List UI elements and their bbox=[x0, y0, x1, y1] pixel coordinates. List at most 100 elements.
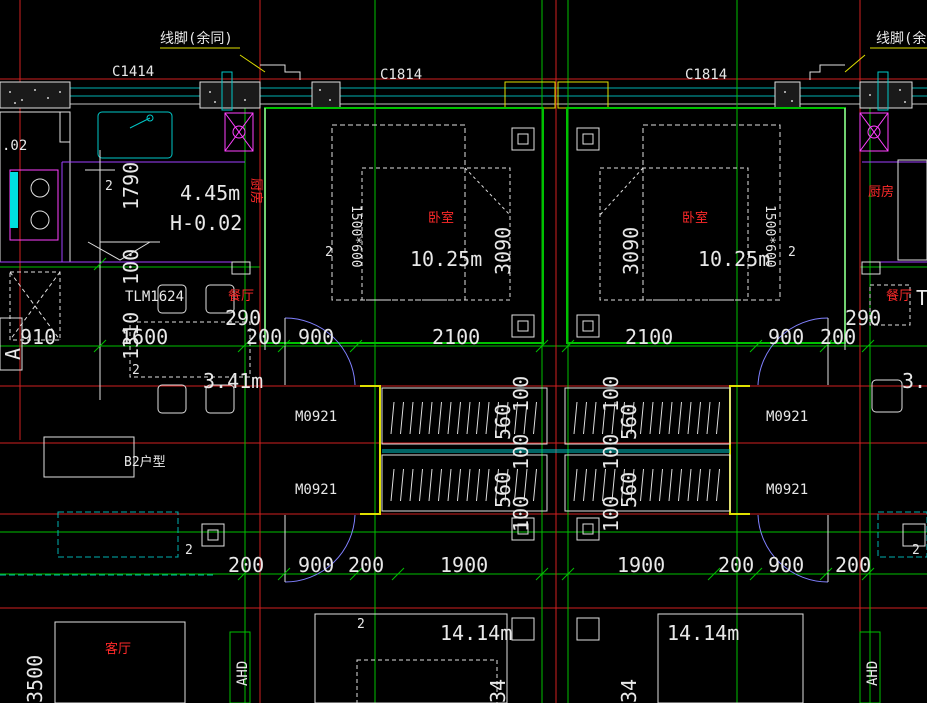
dim-3500: 3500 bbox=[23, 655, 47, 703]
stair-tread bbox=[659, 401, 663, 435]
ventilation-shafts bbox=[224, 112, 889, 152]
window-label-c1814-right: C1814 bbox=[685, 67, 727, 83]
stair-tread bbox=[466, 401, 471, 435]
stair-tread bbox=[400, 401, 404, 435]
stair-tread bbox=[602, 468, 606, 502]
stair-tread bbox=[409, 401, 414, 435]
stair-tread bbox=[533, 468, 537, 502]
stair-tread bbox=[447, 468, 452, 502]
dim-2100-right: 2100 bbox=[625, 325, 673, 349]
stair-tread bbox=[706, 401, 711, 435]
stair-tread bbox=[716, 401, 720, 435]
stair-tread bbox=[573, 401, 578, 435]
stair-tread bbox=[476, 468, 480, 502]
dim-200-lower-r2: 200 bbox=[835, 553, 871, 577]
dim-200-lower-l2: 200 bbox=[348, 553, 384, 577]
dim-1310: 1310 bbox=[119, 312, 143, 360]
dim-100-stair-5: 100 bbox=[599, 434, 623, 470]
wardrobe-left: 1500*600 bbox=[348, 205, 363, 268]
stair-tread bbox=[428, 401, 433, 435]
stair-tread bbox=[630, 401, 635, 435]
dimension-ticks bbox=[93, 257, 875, 581]
t-mark: T bbox=[916, 286, 927, 310]
bedroom-walls bbox=[264, 107, 846, 350]
stair-tread bbox=[668, 401, 673, 435]
stair-tread bbox=[438, 401, 442, 435]
unit-type-label: B2户型 bbox=[124, 454, 166, 470]
dim-100-stair-1: 100 bbox=[509, 376, 533, 412]
stair-tread bbox=[621, 401, 625, 435]
stair-tread bbox=[697, 401, 701, 435]
dining-label-left: 餐厅 bbox=[228, 288, 254, 304]
dim-560-stair-1: 560 bbox=[491, 404, 515, 440]
dim-900-lower-left: 900 bbox=[298, 553, 334, 577]
kitchen-label-right: 厨房 bbox=[868, 184, 894, 200]
dim-560-stair-4: 560 bbox=[617, 472, 641, 508]
kitchen-area: 4.45m bbox=[180, 181, 240, 205]
dim-34-right: 34 bbox=[617, 679, 641, 703]
stair-tread bbox=[716, 468, 720, 502]
stair-tread bbox=[687, 401, 692, 435]
stair-tread bbox=[400, 468, 404, 502]
tag-2-d: 2 bbox=[132, 363, 140, 378]
stair-tread bbox=[533, 401, 537, 435]
stair-tread bbox=[611, 401, 616, 435]
wardrobe-right: 1500*600 bbox=[762, 205, 777, 268]
stair-tread bbox=[457, 401, 461, 435]
stair-tread bbox=[428, 468, 433, 502]
bottom-rooms bbox=[0, 436, 927, 703]
dim-900-upper-left: 900 bbox=[298, 325, 334, 349]
dining-furniture bbox=[129, 284, 911, 414]
dim-200-lower-l1: 200 bbox=[228, 553, 264, 577]
stair-tread bbox=[504, 468, 509, 502]
stair-tread bbox=[592, 468, 597, 502]
stair-tread bbox=[659, 468, 663, 502]
window-label-c1414: C1414 bbox=[112, 64, 154, 80]
stair-tread bbox=[419, 468, 423, 502]
dim-3090-right: 3090 bbox=[619, 227, 643, 275]
baseboard-note-left: 线脚(余同) bbox=[160, 30, 233, 47]
stair-tread bbox=[390, 401, 395, 435]
kitchen-elevation: H-0.02 bbox=[170, 211, 242, 235]
stair-tread bbox=[583, 401, 587, 435]
tag-2-c: 2 bbox=[788, 245, 796, 260]
dim-290-left: 290 bbox=[225, 306, 261, 330]
dim-200-upper-right: 200 bbox=[820, 325, 856, 349]
stair-tread bbox=[668, 468, 673, 502]
bedroom-area-left: 10.25m bbox=[410, 247, 482, 271]
tag-2-f: 2 bbox=[185, 543, 193, 558]
stair-tread bbox=[649, 401, 654, 435]
stair-tread bbox=[485, 401, 490, 435]
dim-100-left: 100 bbox=[119, 249, 143, 285]
stair-tread bbox=[602, 401, 606, 435]
stair-tread bbox=[523, 401, 528, 435]
dim-1900-right: 1900 bbox=[617, 553, 665, 577]
stair-core bbox=[360, 385, 750, 515]
kitchen-left bbox=[0, 111, 245, 400]
ahd-right: AHD bbox=[865, 661, 881, 686]
dim-100-stair-4: 100 bbox=[599, 376, 623, 412]
dim-100-stair-3: 100 bbox=[509, 496, 533, 532]
stair-tread bbox=[687, 468, 692, 502]
bedroom-area-right: 10.25m bbox=[698, 247, 770, 271]
columns bbox=[201, 127, 926, 641]
stair-tread bbox=[514, 401, 518, 435]
stair-treads bbox=[390, 401, 720, 502]
window-label-c1814-left: C1814 bbox=[380, 67, 422, 83]
dim-1790: 1790 bbox=[119, 162, 143, 210]
stair-tread bbox=[678, 401, 682, 435]
bedroom-label-left: 卧室 bbox=[428, 210, 454, 226]
stair-tread bbox=[419, 401, 423, 435]
stair-tread bbox=[485, 468, 490, 502]
dim-34-left: 34 bbox=[486, 679, 510, 703]
door-m0921-ur: M0921 bbox=[766, 409, 808, 425]
stair-tread bbox=[495, 468, 499, 502]
tag-2-b: 2 bbox=[325, 245, 333, 260]
dim-900-upper-right: 900 bbox=[768, 325, 804, 349]
dim-100-stair-2: 100 bbox=[509, 434, 533, 470]
stair-tread bbox=[514, 468, 518, 502]
doors bbox=[231, 261, 881, 583]
stair-tread bbox=[640, 468, 644, 502]
dim-560-stair-3: 560 bbox=[617, 404, 641, 440]
